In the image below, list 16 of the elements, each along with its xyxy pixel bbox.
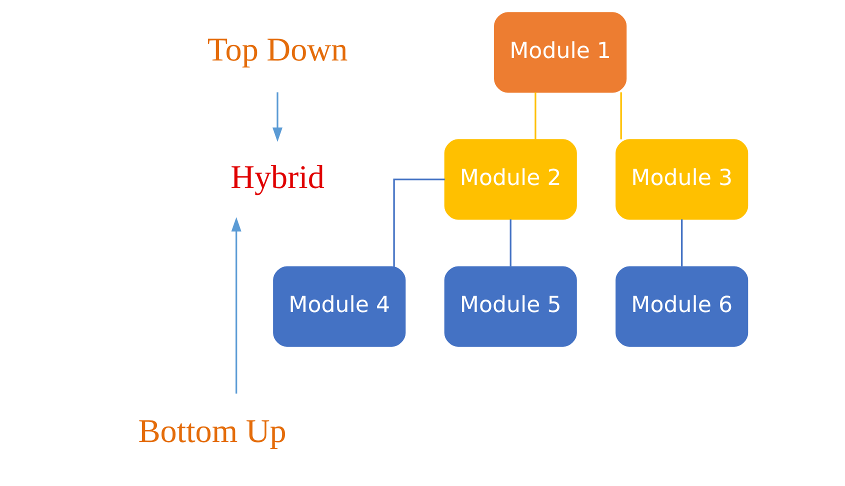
node-text: Bottom Up	[138, 412, 286, 450]
node-box: Module 5	[444, 266, 577, 347]
connector	[620, 92, 622, 140]
connector	[681, 219, 683, 266]
arrow	[272, 92, 283, 142]
connector	[534, 92, 536, 140]
node-text: Top Down	[207, 32, 348, 69]
node-text: Hybrid	[230, 158, 324, 196]
node-box: Module 3	[616, 139, 748, 220]
arrow	[231, 217, 242, 394]
node-box: Module 6	[616, 266, 748, 347]
node-box: Module 2	[444, 139, 577, 220]
connector	[510, 219, 512, 266]
node-box: Module 4	[273, 266, 406, 347]
connector	[393, 178, 445, 267]
node-box: Module 1	[494, 12, 627, 93]
